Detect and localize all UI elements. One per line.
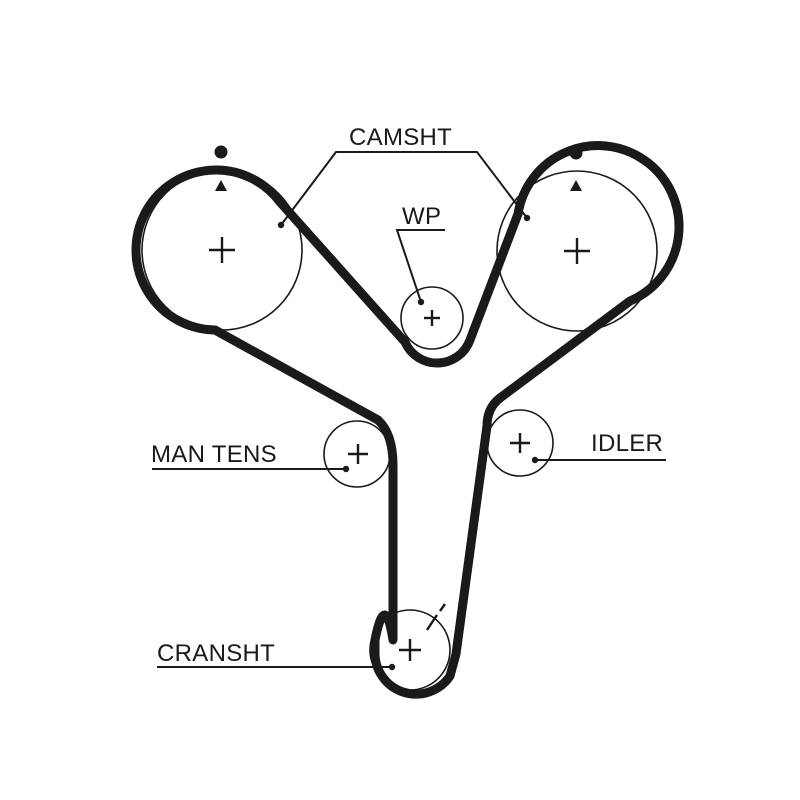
idler-label: IDLER bbox=[591, 430, 663, 457]
crankshaft-timing-mark-icon bbox=[426, 603, 446, 631]
water-pump-leader-line bbox=[395, 229, 445, 306]
timing-belt bbox=[131, 141, 684, 699]
left-timing-mark-icon bbox=[214, 145, 228, 191]
manual-tensioner-leader-line bbox=[152, 465, 350, 473]
manual-tensioner-center-mark bbox=[348, 444, 368, 464]
crankshaft-leader-line bbox=[157, 663, 396, 671]
right-timing-mark-icon bbox=[569, 146, 583, 191]
right-camshaft-center-mark bbox=[564, 238, 590, 264]
manual-tensioner-label: MAN TENS bbox=[151, 441, 277, 468]
crankshaft-label: CRANSHT bbox=[157, 640, 275, 667]
idler-leader-line bbox=[531, 456, 666, 464]
water-pump-center-mark bbox=[424, 310, 440, 326]
idler-center-mark bbox=[510, 433, 530, 453]
camshaft-label: CAMSHT bbox=[349, 124, 452, 151]
crankshaft-center-mark bbox=[399, 639, 421, 661]
camshaft-leader-lines bbox=[277, 151, 531, 229]
water-pump-label: WP bbox=[402, 203, 441, 230]
left-camshaft-center-mark bbox=[209, 237, 235, 263]
